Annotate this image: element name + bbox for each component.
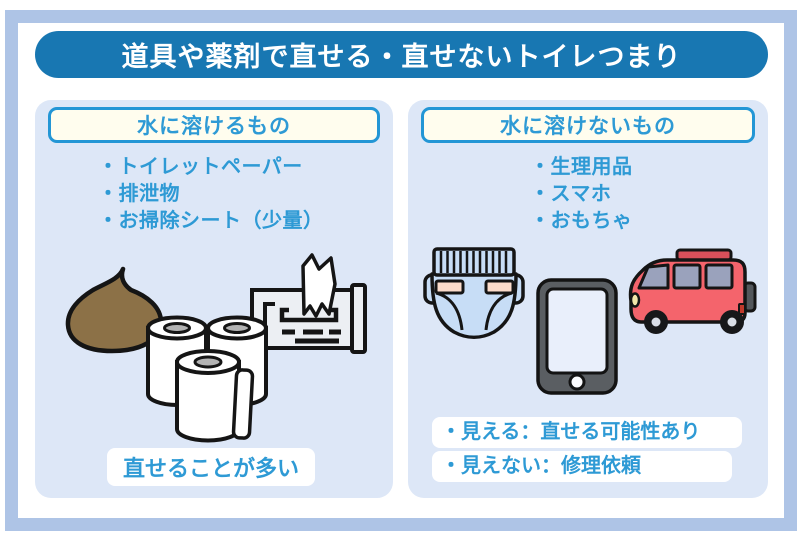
page-title-text: 道具や薬剤で直せる・直せないトイレつまり [121, 42, 682, 72]
insoluble-result-visible-label: ・見える：直せる可能性あり [432, 417, 742, 448]
insoluble-result-hidden-label: ・見えない：修理依頼 [432, 451, 732, 482]
list-item: ・生理用品 [530, 156, 633, 178]
panel-insoluble-header: 水に溶けないもの [421, 107, 755, 143]
list-item: ・お掃除シート（少量） [98, 210, 324, 232]
insoluble-illustration [423, 247, 757, 395]
outer-frame [5, 10, 797, 531]
insoluble-list: ・生理用品 ・スマホ ・おもちゃ [530, 154, 633, 235]
poop-icon [65, 266, 164, 354]
soluble-result-label: 直せることが多い [107, 448, 315, 486]
panel-soluble-header-text: 水に溶けるもの [137, 115, 291, 138]
toy-van-icon [628, 248, 757, 334]
list-item: ・スマホ [530, 183, 612, 205]
panel-insoluble: 水に溶けないもの ・生理用品 ・スマホ ・おもちゃ [408, 100, 768, 498]
soluble-list: ・トイレットペーパー ・排泄物 ・お掃除シート（少量） [98, 154, 324, 235]
list-item: ・トイレットペーパー [98, 156, 303, 178]
soluble-illustration [65, 253, 367, 443]
list-item: ・おもちゃ [530, 210, 633, 232]
page-title: 道具や薬剤で直せる・直せないトイレつまり [35, 31, 768, 78]
diaper-icon [423, 247, 525, 339]
smartphone-icon [536, 278, 618, 395]
panel-soluble: 水に溶けるもの ・トイレットペーパー ・排泄物 ・お掃除シート（少量） [35, 100, 393, 498]
soluble-result-text: 直せることが多い [122, 456, 299, 481]
wet-wipes-pack-icon [250, 253, 367, 354]
panel-soluble-header: 水に溶けるもの [48, 107, 380, 143]
toilet-paper-rolls-icon [146, 315, 268, 443]
panel-insoluble-header-text: 水に溶けないもの [500, 115, 676, 138]
list-item: ・排泄物 [98, 183, 180, 205]
